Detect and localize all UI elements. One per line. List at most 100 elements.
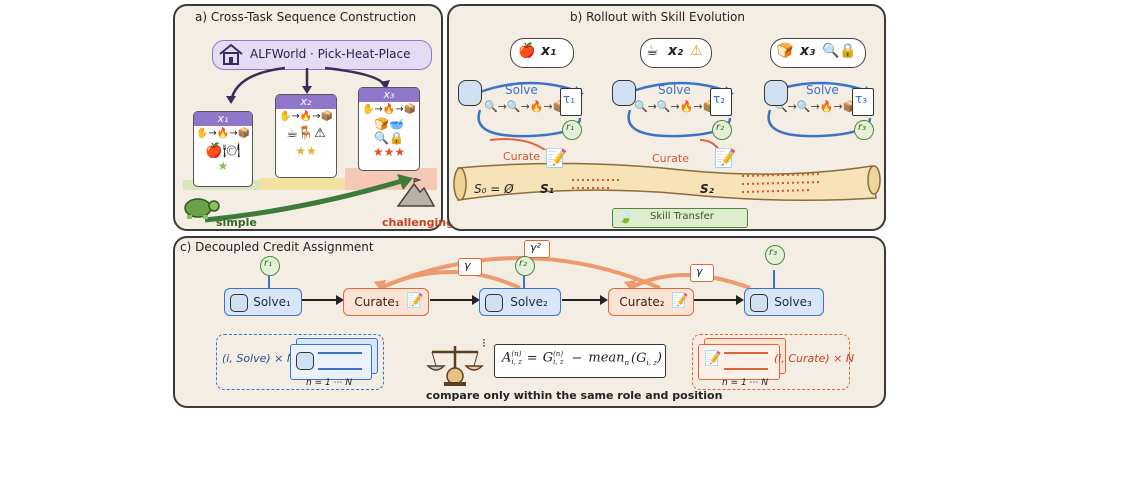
task-card-x1-title: x₁ (194, 112, 252, 126)
query-bubble-2 (640, 38, 712, 68)
solve-n-range: n = 1 ⋯ N (306, 378, 353, 388)
s0-label: S₀ = Ø (474, 182, 514, 196)
svg-text:🔍→🔍→🔥→📦: 🔍→🔍→🔥→📦 (484, 99, 566, 113)
reward-c2-label: r₂ (519, 258, 528, 269)
agent-robot-icon (458, 80, 482, 106)
thought-marks-icon: ⁝ (482, 336, 486, 350)
gamma-tag-2 (690, 264, 714, 282)
pencil-note-icon: 📝 (406, 293, 424, 309)
skill-transfer-label: Skill Transfer (650, 211, 714, 222)
query-3-label: x₃ (800, 43, 816, 59)
simple-label: simple (216, 216, 257, 229)
gamma-sq-tag (524, 240, 550, 258)
mug-icon: ☕ (646, 43, 659, 59)
solve-group-box (216, 334, 384, 390)
solve-label-3: Solve (806, 83, 839, 97)
panel-a-title: a) Cross-Task Sequence Construction (195, 10, 417, 24)
svg-text:🔍→🔍→🔥→📦: 🔍→🔍→🔥→📦 (774, 99, 856, 113)
mug-table-icon: ☕🪑⚠ (286, 126, 326, 141)
star-icon: ★★ (295, 144, 317, 158)
trajectory-doc-2 (710, 88, 732, 116)
pencil-note-icon: 📝 (714, 148, 737, 169)
formula-g-sub: i, z (553, 358, 564, 366)
formula-lhs: A (502, 350, 512, 366)
rollout-loops: 🔍→🔍→🔥→📦 🔍→🔍→🔥→📦 🔍→🔍→🔥→📦 (477, 81, 874, 150)
flow-solve-3-label: Solve₃ (774, 295, 812, 309)
formula-minus: − (571, 350, 583, 366)
svg-text:🔍→🔍→🔥→📦: 🔍→🔍→🔥→📦 (634, 99, 716, 113)
agent-robot-icon (750, 294, 768, 312)
env-label-box (212, 40, 432, 70)
trajectory-doc-3 (852, 88, 874, 116)
curate-stack-lines (724, 352, 768, 370)
query-bubble-1 (510, 38, 574, 68)
comparison-caption: compare only within the same role and po… (426, 389, 723, 402)
curate-group-label: (i, Curate) × N (774, 352, 855, 365)
gamma-label-2: γ (696, 265, 703, 278)
formula-lhs-sup: (n) (511, 350, 522, 358)
reward-medal-icon (765, 245, 785, 265)
panel-b-title: b) Rollout with Skill Evolution (570, 10, 745, 24)
trajectory-1-label: τ₁ (563, 92, 576, 106)
trajectory-2-label: τ₂ (713, 92, 726, 106)
flow-solve-3: Solve₃ (744, 288, 824, 316)
task-card-x2: x₂ ✋→🔥→📦 ☕🪑⚠ ★★ (275, 94, 337, 178)
star-icon: ★★★ (372, 145, 406, 159)
trajectory-doc-1 (560, 88, 582, 116)
panel-c-title: c) Decoupled Credit Assignment (180, 240, 374, 254)
reward-2-label: r₂ (716, 122, 725, 133)
env-to-task-arrows (226, 66, 390, 104)
formula-close: ) (656, 350, 662, 366)
task-card-x2-steps: ✋→🔥→📦 (278, 111, 334, 122)
task-card-x3-steps: ✋→🔥→📦 (361, 104, 417, 115)
bread-icon: 🍞 (776, 43, 794, 59)
flow-arrows (268, 270, 775, 305)
reward-medal-icon (712, 120, 732, 140)
formula-box (494, 344, 666, 378)
apple-icon: 🍎 (518, 43, 536, 59)
flow-curate-1: Curate₁ (343, 288, 429, 316)
formula-g-sup: (n) (553, 350, 564, 358)
env-label: ALFWorld · Pick-Heat-Place (250, 47, 411, 61)
balance-scale-icon (426, 346, 484, 386)
formula-eq: = (526, 350, 538, 366)
reward-c3-label: r₃ (769, 247, 778, 258)
query-1-label: x₁ (541, 43, 557, 59)
solve-stack-lines (318, 352, 362, 370)
mountain-icon (396, 178, 436, 207)
reward-medal-icon (562, 120, 582, 140)
task-card-x3: x₃ ✋→🔥→📦 🍞🥣 🔍🔒 ★★★ (358, 87, 420, 171)
apple-icon: 🍎🍽 (205, 143, 241, 159)
formula-lhs-sub: i, z (511, 358, 522, 366)
formula-mean-sub: n (624, 359, 630, 368)
curate-group-box (692, 334, 850, 390)
flow-solve-1-label: Solve₁ (253, 295, 291, 309)
leaf-icon: 🍃 (618, 210, 633, 224)
challenging-label: challenging (382, 216, 454, 229)
curate-label-2: Curate (652, 152, 689, 165)
turtle-icon (184, 198, 220, 219)
gamma-sq-label: γ² (530, 241, 541, 254)
formula-mean-arg-sub: i, z (646, 359, 657, 368)
flow-solve-1: Solve₁ (224, 288, 302, 316)
reward-medal-icon (515, 256, 535, 276)
skill-1-label: S₁ (540, 182, 554, 196)
formula-mean-arg: (G (631, 350, 647, 366)
solve-label-1: Solve (505, 83, 538, 97)
agent-robot-icon (764, 80, 788, 106)
pencil-note-icon: 📝 (671, 293, 689, 309)
search-lock-icon: 🔍🔒 (374, 131, 404, 145)
pencil-note-icon: 📝 (545, 148, 568, 169)
agent-robot-icon (612, 80, 636, 106)
agent-robot-icon (296, 352, 314, 370)
flow-curate-1-label: Curate₁ (354, 295, 400, 309)
reward-medal-icon (260, 256, 280, 276)
advantage-formula: A(n)i, z=G(n)i, z−meann(Gi, z) (502, 350, 662, 367)
flow-curate-2-label: Curate₂ (619, 295, 665, 309)
gamma-label-1: γ (464, 259, 471, 272)
curate-stack-front (698, 344, 780, 380)
house-icon (219, 43, 243, 65)
reward-c1-label: r₁ (264, 258, 273, 269)
star-icon: ★ (217, 159, 229, 173)
task-card-x2-title: x₂ (276, 95, 336, 109)
